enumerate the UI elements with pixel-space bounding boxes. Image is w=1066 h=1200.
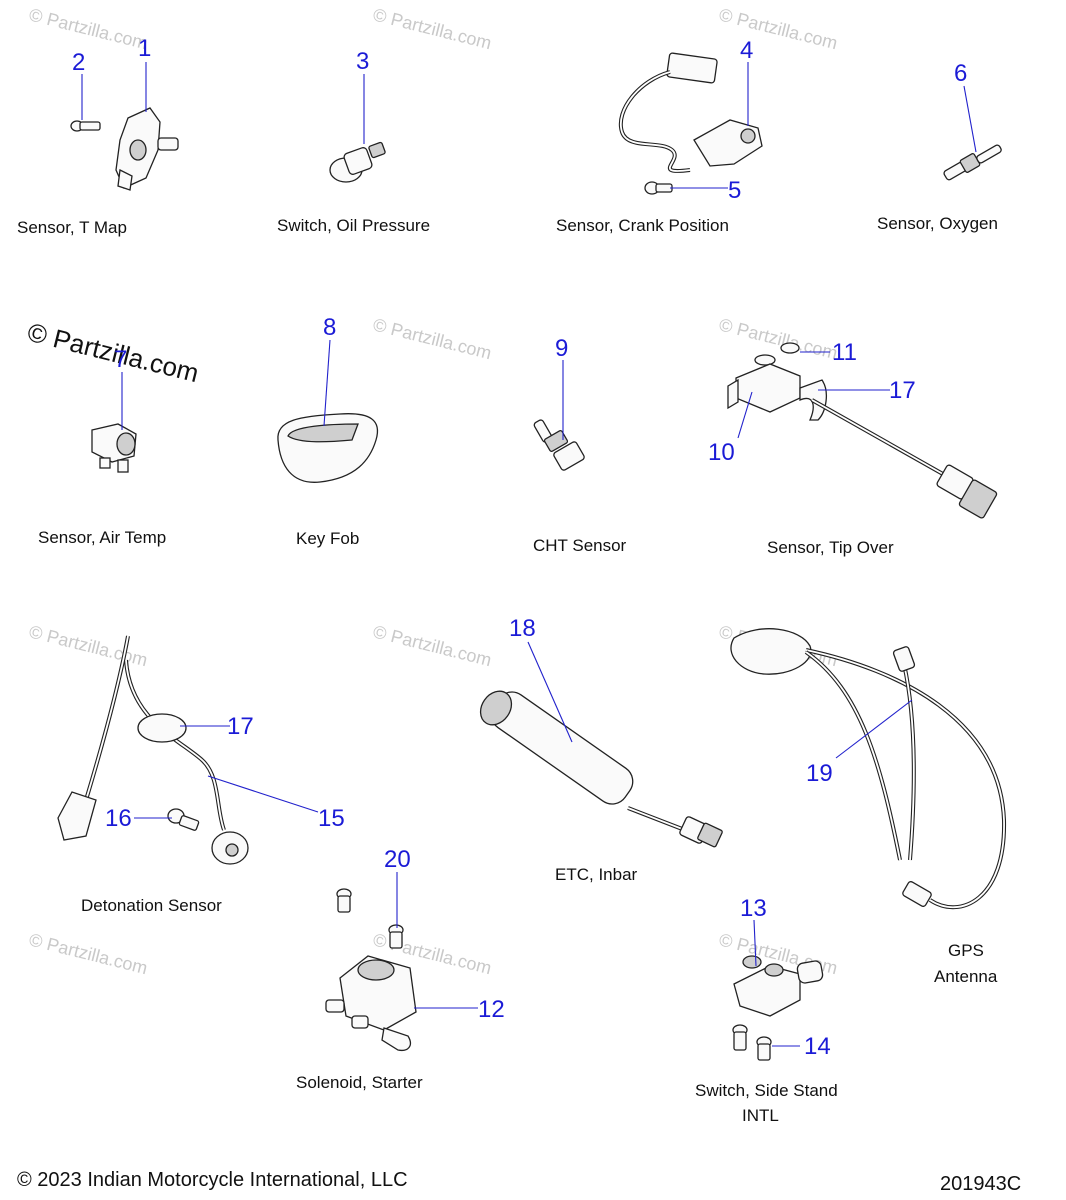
bolt-icon [756, 1036, 772, 1061]
air-temp-sensor-icon [91, 423, 137, 473]
key-fob-group: 8 Key Fob [277, 314, 378, 548]
callout-6: 6 [954, 60, 967, 87]
diagram-id: 201943C [940, 1173, 1021, 1195]
watermark: © Partzilla.com [27, 621, 150, 670]
caption-etc: ETC, Inbar [555, 865, 638, 884]
side-stand-switch-group: 13 14 Switch, Side Stand INTL [695, 895, 838, 1125]
gps-antenna-group: 19 GPS Antenna [730, 628, 1007, 986]
caption-side-stand-line1: Switch, Side Stand [695, 1081, 838, 1100]
callout-13: 13 [740, 895, 767, 922]
callout-12: 12 [478, 996, 505, 1023]
air-temp-sensor-group: 7 Sensor, Air Temp [38, 346, 166, 547]
callout-9: 9 [555, 335, 568, 362]
caption-solenoid: Solenoid, Starter [296, 1073, 423, 1092]
cht-sensor-icon [533, 419, 585, 471]
watermark: © Partzilla.com [717, 4, 840, 53]
callout-1: 1 [138, 35, 151, 62]
starter-solenoid-icon [325, 955, 417, 1052]
caption-air-temp: Sensor, Air Temp [38, 528, 166, 547]
callout-10: 10 [708, 439, 735, 466]
callout-16: 16 [105, 805, 132, 832]
bolt-icon [388, 924, 404, 949]
watermark: © Partzilla.com [27, 929, 150, 978]
callout-17: 17 [227, 713, 254, 740]
t-map-sensor-group: 1 2 Sensor, T Map [17, 35, 179, 237]
callout-2: 2 [72, 49, 85, 76]
etc-inbar-icon [479, 690, 723, 848]
crank-position-sensor-group: 4 5 Sensor, Crank Position [556, 37, 763, 235]
key-fob-icon [277, 413, 378, 483]
callout-3: 3 [356, 48, 369, 75]
callout-11: 11 [832, 339, 857, 366]
callout-15: 15 [318, 805, 345, 832]
callout-5: 5 [728, 177, 741, 204]
caption-cht: CHT Sensor [533, 536, 627, 555]
caption-gps-line2: Antenna [934, 967, 998, 986]
callout-14: 14 [804, 1033, 831, 1060]
footer-copyright: © 2023 Indian Motorcycle International, … [17, 1169, 408, 1191]
watermark: © Partzilla.com [371, 621, 494, 670]
caption-gps-line1: GPS [948, 941, 984, 960]
caption-crank-position: Sensor, Crank Position [556, 216, 729, 235]
caption-oxygen: Sensor, Oxygen [877, 214, 998, 233]
watermark: © Partzilla.com [371, 4, 494, 53]
callout-17: 17 [889, 377, 916, 404]
caption-key-fob: Key Fob [296, 529, 359, 548]
tip-over-sensor-icon [727, 342, 998, 519]
watermark: © Partzilla.com [371, 314, 494, 363]
bolt-icon [732, 1024, 748, 1051]
callout-4: 4 [740, 37, 753, 64]
caption-side-stand-line2: INTL [742, 1106, 779, 1125]
crank-position-sensor-icon [618, 52, 763, 173]
callout-7: 7 [114, 346, 127, 373]
detonation-sensor-group: 17 15 16 Detonation Sensor [57, 635, 345, 915]
watermark: © Partzilla.com [717, 314, 840, 363]
bolt-icon [70, 120, 101, 132]
oil-pressure-switch-group: 3 Switch, Oil Pressure [277, 48, 430, 235]
caption-oil-pressure: Switch, Oil Pressure [277, 216, 430, 235]
tip-over-sensor-group: 11 17 10 Sensor, Tip Over [708, 339, 998, 557]
callout-8: 8 [323, 314, 336, 341]
bolt-icon [644, 181, 673, 195]
caption-tip-over: Sensor, Tip Over [767, 538, 894, 557]
side-stand-switch-icon [733, 955, 824, 1017]
oxygen-sensor-group: 6 Sensor, Oxygen [877, 60, 1002, 233]
watermark: © Partzilla.com [27, 4, 150, 53]
starter-solenoid-group: 20 12 Solenoid, Starter [296, 846, 505, 1092]
t-map-sensor-icon [115, 107, 179, 191]
oil-pressure-switch-icon [329, 141, 386, 183]
callout-18: 18 [509, 615, 536, 642]
caption-detonation: Detonation Sensor [81, 896, 222, 915]
gps-antenna-icon [730, 628, 1007, 910]
oxygen-sensor-icon [943, 144, 1002, 181]
bolt-icon [167, 808, 200, 831]
detonation-sensor-icon [57, 635, 249, 865]
cht-sensor-group: 9 CHT Sensor [533, 335, 627, 555]
callout-20: 20 [384, 846, 411, 873]
callout-19: 19 [806, 760, 833, 787]
caption-t-map: Sensor, T Map [17, 218, 127, 237]
bolt-icon [336, 888, 352, 913]
etc-inbar-group: 18 ETC, Inbar [479, 615, 723, 884]
